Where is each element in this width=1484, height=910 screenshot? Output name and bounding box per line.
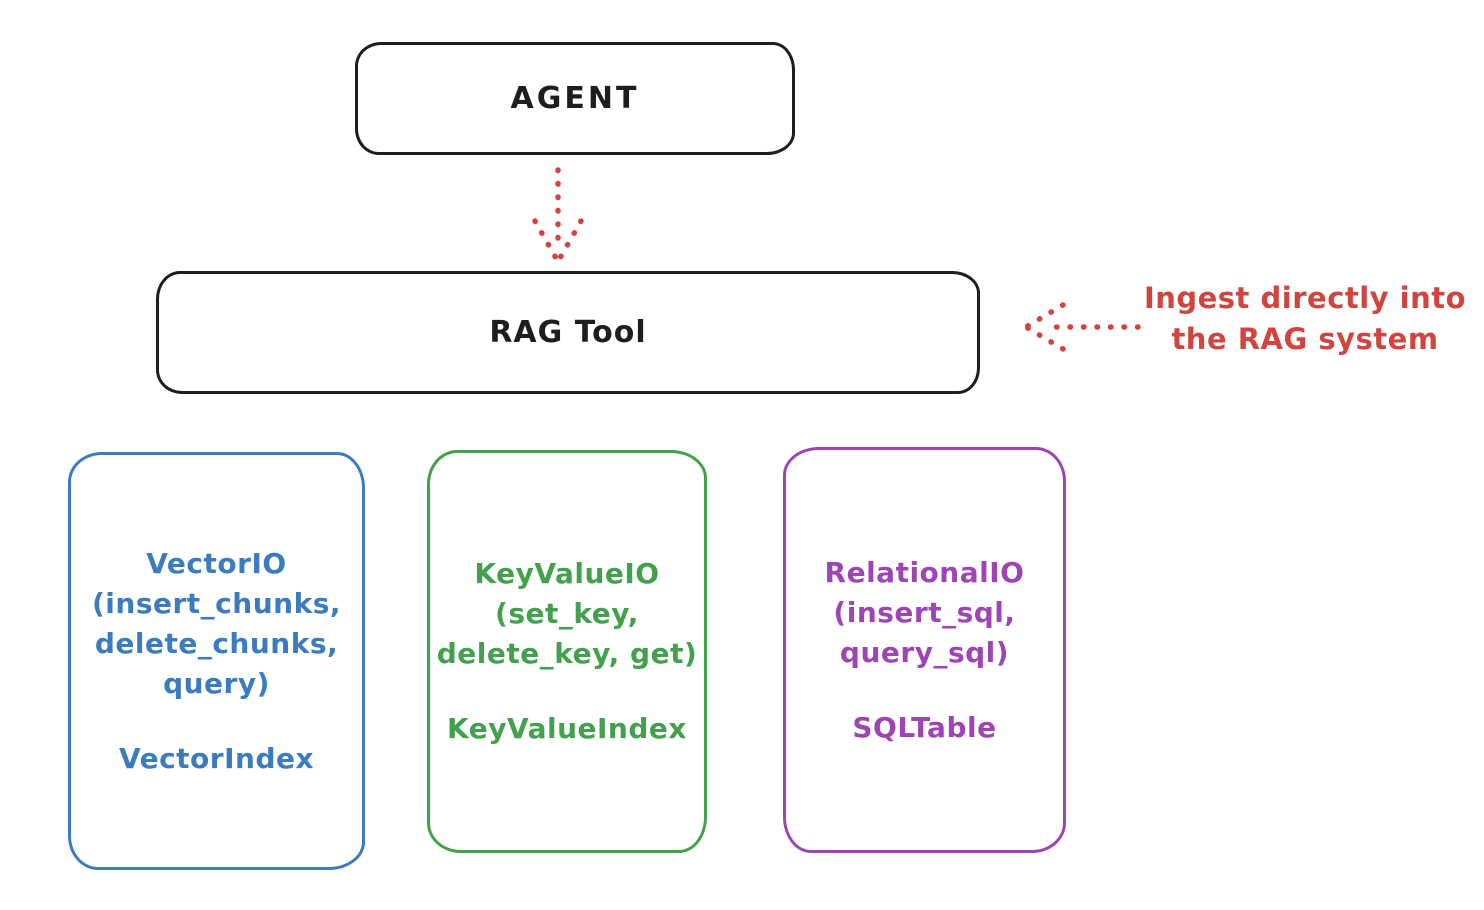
keyvalue-io-box: KeyValueIO (set_key, delete_key, get) Ke… bbox=[427, 450, 707, 853]
io-line: (insert_sql, bbox=[833, 595, 1016, 629]
io-line: (insert_chunks, bbox=[92, 586, 341, 620]
relational-io-text: RelationalIO (insert_sql, query_sql) SQL… bbox=[825, 553, 1025, 748]
io-line: delete_chunks, bbox=[94, 626, 339, 660]
agent-to-rag-arrow bbox=[532, 167, 584, 261]
rag-tool-box: RAG Tool bbox=[156, 271, 980, 394]
vector-io-text: VectorIO (insert_chunks, delete_chunks, … bbox=[92, 544, 341, 779]
rag-tool-label: RAG Tool bbox=[489, 315, 647, 350]
io-line: VectorIO bbox=[146, 546, 287, 580]
io-line: delete_key, get) bbox=[436, 637, 698, 670]
annotation-to-rag-arrow bbox=[1023, 302, 1141, 352]
vector-index-label: VectorIndex bbox=[118, 741, 315, 775]
spacer bbox=[825, 673, 1025, 708]
sql-table-label: SQLTable bbox=[852, 710, 997, 744]
io-line: KeyValueIO bbox=[474, 557, 660, 590]
keyvalue-io-text: KeyValueIO (set_key, delete_key, get) Ke… bbox=[437, 554, 698, 749]
spacer bbox=[92, 704, 341, 739]
io-line: RelationalIO bbox=[824, 555, 1025, 589]
agent-label: AGENT bbox=[510, 81, 640, 116]
vector-io-box: VectorIO (insert_chunks, delete_chunks, … bbox=[68, 452, 365, 870]
keyvalue-index-label: KeyValueIndex bbox=[447, 712, 687, 745]
ingest-annotation: Ingest directly into the RAG system bbox=[1140, 278, 1470, 360]
io-line: query_sql) bbox=[839, 635, 1010, 669]
relational-io-box: RelationalIO (insert_sql, query_sql) SQL… bbox=[783, 447, 1066, 853]
io-line: (set_key, bbox=[495, 597, 639, 630]
io-line: query) bbox=[163, 666, 270, 700]
ingest-annotation-line2: the RAG system bbox=[1171, 322, 1439, 356]
ingest-annotation-line1: Ingest directly into bbox=[1143, 281, 1467, 315]
spacer bbox=[437, 674, 698, 709]
agent-box: AGENT bbox=[355, 42, 795, 155]
